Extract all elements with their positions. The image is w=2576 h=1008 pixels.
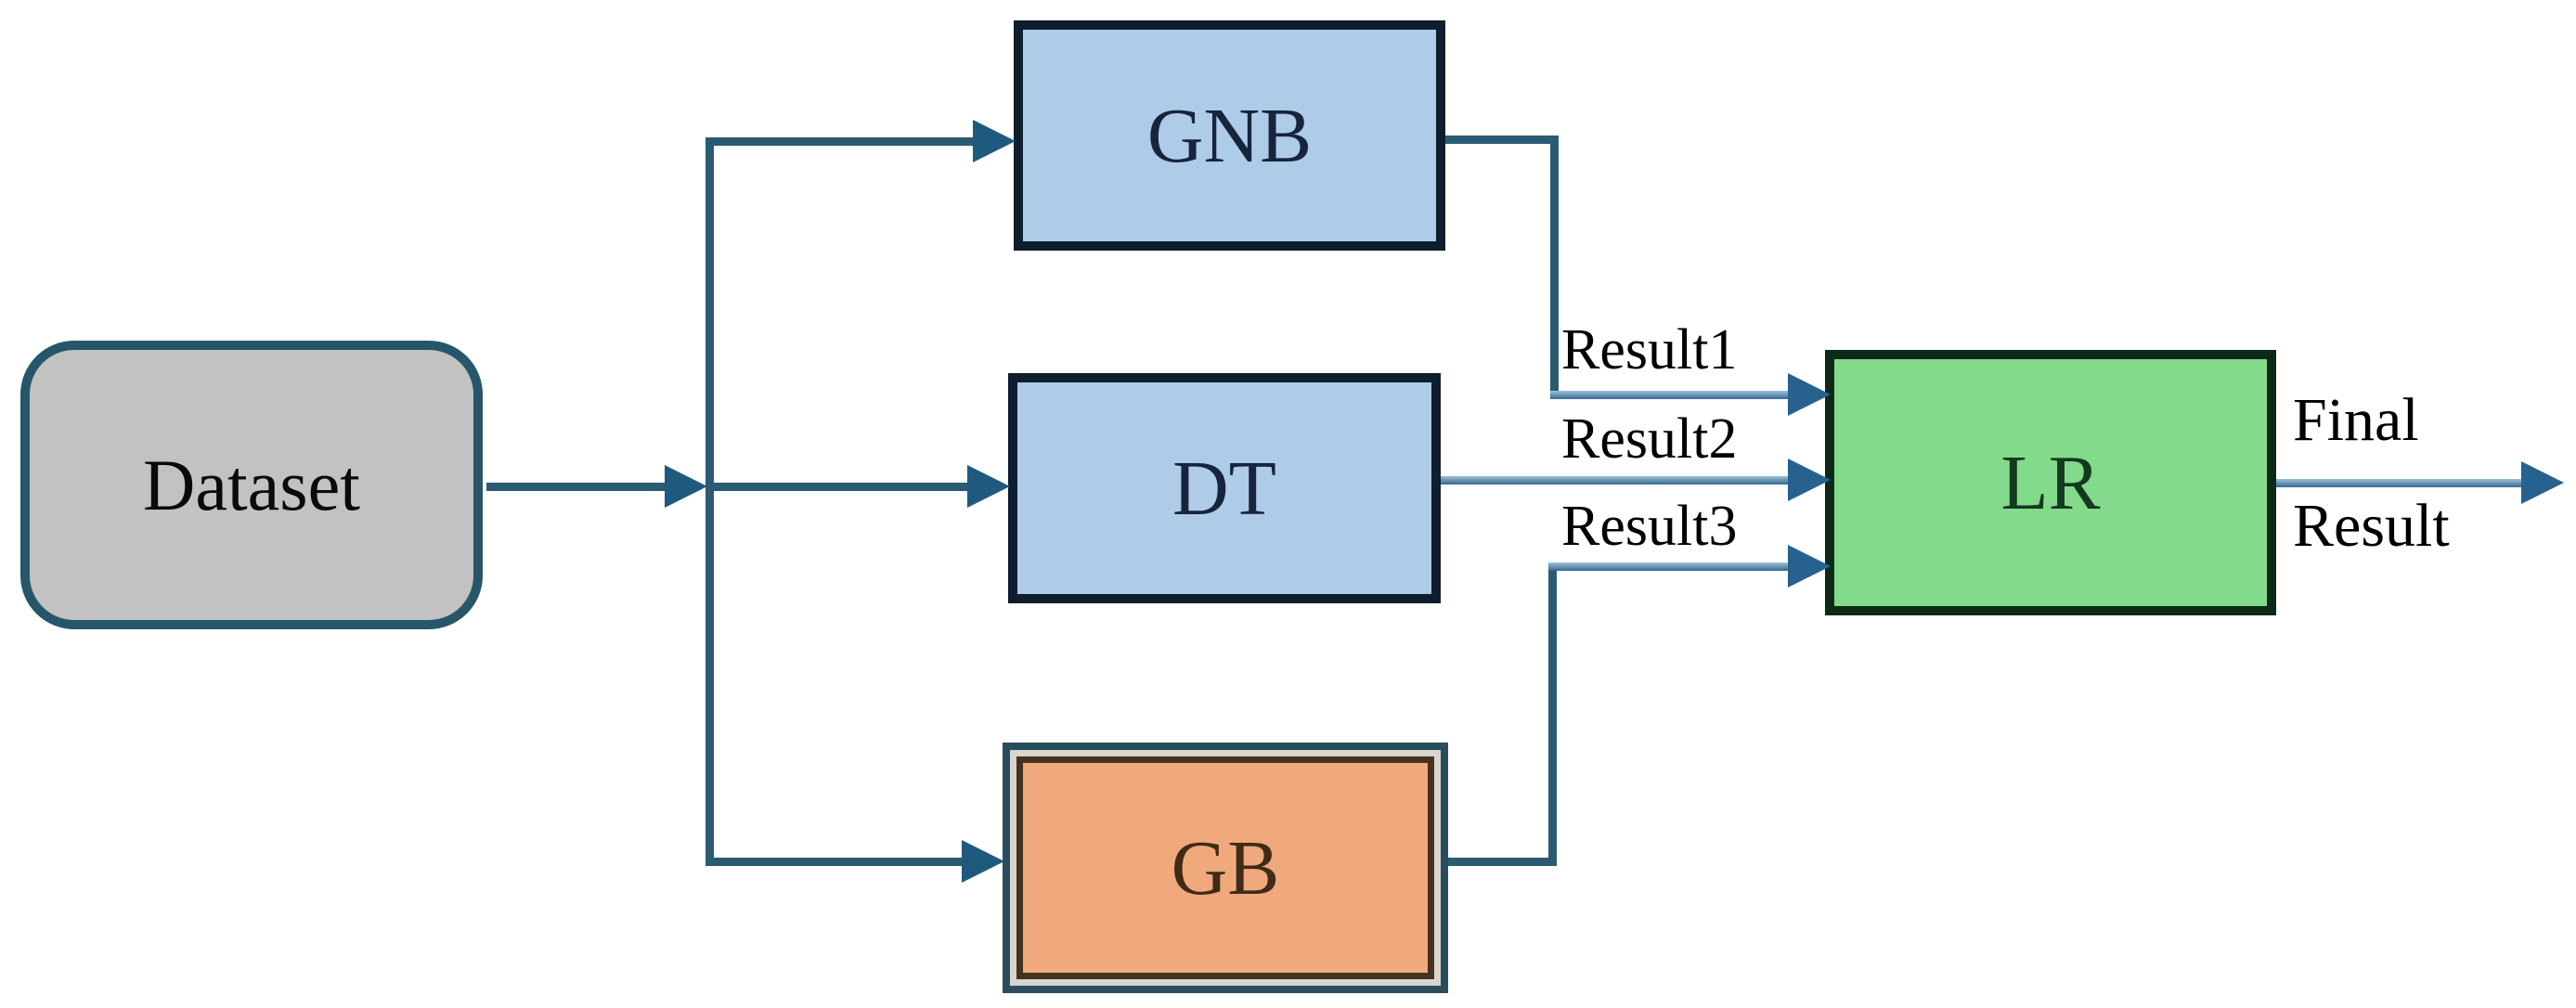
edge-lr-to-final bbox=[2276, 479, 2525, 487]
result1-label: Result1 bbox=[1561, 318, 1738, 381]
dataset-node: Dataset bbox=[20, 341, 483, 629]
result3-label: Result3 bbox=[1561, 495, 1738, 558]
final-result-label-line1: Final bbox=[2293, 386, 2419, 454]
result2-label: Result2 bbox=[1561, 407, 1738, 471]
gnb-node: GNB bbox=[1014, 20, 1445, 251]
dt-node-label: DT bbox=[1172, 445, 1276, 532]
arrowhead-into-dt-icon bbox=[967, 465, 1010, 508]
edge-junction-trunk bbox=[705, 137, 714, 865]
gb-node-inner: GB bbox=[1016, 756, 1434, 979]
dataset-node-label: Dataset bbox=[143, 444, 360, 525]
edge-gb-out-v bbox=[1548, 562, 1557, 866]
edge-junction-to-gb bbox=[705, 858, 965, 866]
arrowhead-result2-icon bbox=[1788, 459, 1831, 501]
arrowhead-result1-icon bbox=[1788, 373, 1831, 416]
gb-node: GB bbox=[1003, 743, 1448, 993]
lr-node-label: LR bbox=[2000, 439, 2101, 526]
dt-node: DT bbox=[1008, 373, 1441, 603]
arrowhead-final-result-icon bbox=[2521, 461, 2564, 504]
final-result-label-line2: Result bbox=[2293, 492, 2450, 560]
gb-node-label: GB bbox=[1171, 824, 1280, 911]
arrowhead-result3-icon bbox=[1788, 545, 1831, 588]
edge-gnb-to-lr bbox=[1550, 391, 1792, 399]
edge-dataset-to-junction bbox=[486, 483, 668, 491]
lr-node: LR bbox=[1825, 350, 2276, 615]
arrowhead-into-gnb-icon bbox=[973, 120, 1016, 162]
edge-gb-out-h bbox=[1448, 858, 1557, 866]
edge-dt-to-lr bbox=[1441, 476, 1792, 485]
edge-gb-to-lr bbox=[1548, 562, 1792, 571]
arrowhead-junction-icon bbox=[665, 465, 707, 508]
edge-junction-to-dt bbox=[705, 483, 971, 491]
gnb-node-label: GNB bbox=[1146, 92, 1313, 179]
edge-junction-to-gnb bbox=[705, 137, 977, 146]
edge-gnb-out-h bbox=[1445, 136, 1559, 144]
arrowhead-into-gb-icon bbox=[962, 840, 1004, 883]
edge-gnb-out-v bbox=[1550, 136, 1559, 399]
